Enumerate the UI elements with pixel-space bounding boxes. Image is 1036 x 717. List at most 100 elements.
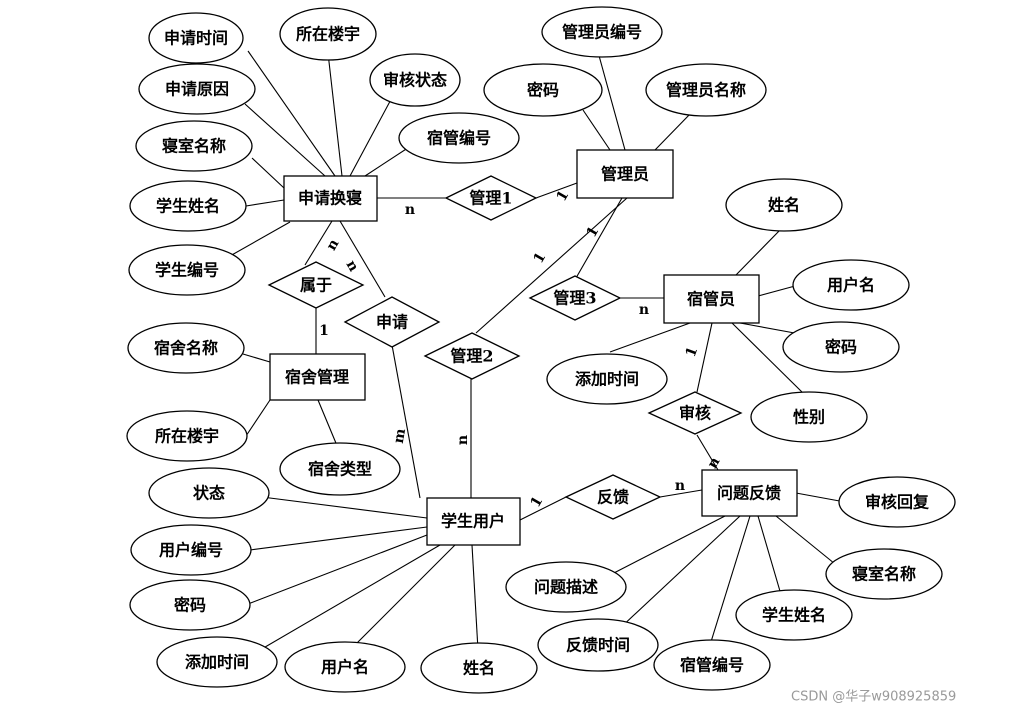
svg-text:反馈: 反馈 bbox=[597, 488, 629, 507]
card-manage2-admin: 1 bbox=[531, 250, 550, 266]
attr-fb-student-name: 学生姓名 bbox=[735, 589, 853, 641]
svg-text:姓名: 姓名 bbox=[463, 659, 495, 678]
watermark: CSDN @华子w908925859 bbox=[791, 690, 956, 705]
svg-text:管理员: 管理员 bbox=[601, 165, 649, 184]
attr-apply-time: 申请时间 bbox=[148, 12, 244, 64]
rel-belongs: 属于 bbox=[267, 261, 365, 309]
admin-attributes: 管理员编号 密码 管理员名称 bbox=[483, 6, 767, 117]
entity-feedback-issue: 问题反馈 bbox=[701, 469, 798, 517]
card-apply-apply: n bbox=[343, 258, 362, 275]
entity-dorm-admin: 宿舍管理 bbox=[269, 353, 366, 401]
card-manage3-dm: n bbox=[639, 302, 649, 318]
svg-text:密码: 密码 bbox=[526, 81, 559, 100]
svg-text:审核: 审核 bbox=[679, 404, 711, 423]
svg-text:申请换寝: 申请换寝 bbox=[298, 189, 362, 208]
svg-text:审核回复: 审核回复 bbox=[865, 493, 930, 512]
attr-stu-username: 用户名 bbox=[284, 641, 406, 693]
attr-stu-add-time: 添加时间 bbox=[156, 636, 278, 688]
attr-fb-manager-id: 宿管编号 bbox=[653, 639, 771, 691]
entity-admin: 管理员 bbox=[576, 149, 674, 199]
svg-text:学生姓名: 学生姓名 bbox=[762, 606, 826, 625]
attr-dm-username: 用户名 bbox=[792, 259, 910, 311]
attr-stu-password: 密码 bbox=[129, 579, 251, 631]
attr-admin-id: 管理员编号 bbox=[541, 6, 663, 58]
svg-text:密码: 密码 bbox=[173, 596, 206, 615]
attr-stu-user-id: 用户编号 bbox=[130, 524, 252, 576]
rel-feedback: 反馈 bbox=[564, 474, 662, 520]
svg-text:学生编号: 学生编号 bbox=[155, 261, 219, 280]
svg-text:审核状态: 审核状态 bbox=[383, 71, 447, 90]
rel-review: 审核 bbox=[647, 391, 743, 435]
attr-fb-room: 寝室名称 bbox=[825, 548, 943, 600]
entities: 申请换寝 管理员 宿管员 宿舍管理 学生用户 问题反馈 bbox=[269, 149, 798, 546]
svg-text:所在楼宇: 所在楼宇 bbox=[155, 427, 219, 446]
attr-dm-password: 密码 bbox=[782, 321, 900, 373]
svg-text:状态: 状态 bbox=[193, 484, 225, 503]
attr-stu-status: 状态 bbox=[148, 467, 270, 519]
attr-dorm-building: 所在楼宇 bbox=[126, 410, 248, 462]
rel-apply: 申请 bbox=[343, 296, 441, 348]
attr-dorm-name: 宿舍名称 bbox=[127, 322, 245, 374]
svg-text:宿舍管理: 宿舍管理 bbox=[285, 368, 349, 387]
svg-text:申请: 申请 bbox=[376, 313, 408, 332]
svg-text:密码: 密码 bbox=[824, 338, 857, 357]
svg-text:申请原因: 申请原因 bbox=[165, 80, 229, 99]
svg-text:管理员编号: 管理员编号 bbox=[562, 23, 642, 42]
svg-text:问题反馈: 问题反馈 bbox=[717, 484, 781, 503]
attr-room-name: 寝室名称 bbox=[135, 120, 253, 172]
attr-dm-name: 姓名 bbox=[725, 178, 843, 232]
svg-text:学生姓名: 学生姓名 bbox=[156, 197, 220, 216]
connectors bbox=[229, 50, 846, 656]
card-review-fb: n bbox=[705, 455, 724, 472]
attr-dm-add-time: 添加时间 bbox=[546, 353, 668, 405]
card-apply-student: m bbox=[391, 427, 409, 445]
feedback-attributes: 审核回复 问题描述 寝室名称 反馈时间 学生姓名 宿管编号 bbox=[505, 476, 956, 691]
attr-dorm-type: 宿舍类型 bbox=[279, 442, 401, 496]
card-belongs-apply: n bbox=[324, 237, 343, 254]
card-belongs-dorm: 1 bbox=[319, 323, 329, 339]
svg-text:宿舍类型: 宿舍类型 bbox=[308, 460, 372, 479]
svg-text:宿管编号: 宿管编号 bbox=[427, 129, 491, 148]
attr-building: 所在楼宇 bbox=[279, 7, 377, 61]
svg-text:寝室名称: 寝室名称 bbox=[852, 565, 916, 584]
dorm-manager-attributes: 姓名 用户名 密码 添加时间 性别 bbox=[546, 178, 910, 443]
relationships: 管理1 属于 申请 管理2 管理3 审核 反馈 bbox=[267, 175, 743, 520]
entity-apply-swap: 申请换寝 bbox=[283, 175, 378, 222]
attr-review-status: 审核状态 bbox=[369, 53, 461, 107]
svg-text:添加时间: 添加时间 bbox=[185, 653, 249, 672]
svg-text:用户名: 用户名 bbox=[827, 276, 875, 295]
entity-dorm-manager: 宿管员 bbox=[663, 274, 760, 324]
svg-text:宿舍名称: 宿舍名称 bbox=[154, 339, 218, 358]
svg-text:学生用户: 学生用户 bbox=[441, 512, 505, 531]
attr-admin-name: 管理员名称 bbox=[645, 63, 767, 117]
rel-manage2: 管理2 bbox=[423, 332, 521, 380]
entity-student-user: 学生用户 bbox=[426, 497, 521, 546]
attr-fb-description: 问题描述 bbox=[505, 561, 627, 613]
attr-manager-id: 宿管编号 bbox=[398, 112, 520, 164]
svg-text:宿管员: 宿管员 bbox=[687, 290, 735, 309]
svg-text:管理1: 管理1 bbox=[469, 189, 512, 208]
dorm-admin-attributes: 宿舍名称 所在楼宇 宿舍类型 bbox=[126, 322, 401, 496]
svg-text:管理2: 管理2 bbox=[450, 347, 493, 366]
student-attributes: 状态 用户编号 密码 添加时间 用户名 姓名 bbox=[129, 467, 538, 694]
attr-student-name: 学生姓名 bbox=[129, 180, 247, 232]
svg-text:用户编号: 用户编号 bbox=[159, 541, 223, 560]
svg-text:问题描述: 问题描述 bbox=[534, 578, 598, 597]
attr-apply-reason: 申请原因 bbox=[138, 63, 256, 115]
svg-text:申请时间: 申请时间 bbox=[164, 29, 228, 48]
card-feedback-fb: n bbox=[675, 478, 685, 494]
card-review-dm: 1 bbox=[683, 345, 701, 360]
apply-swap-attributes: 申请时间 所在楼宇 审核状态 申请原因 宿管编号 寝室名称 学生姓名 学生编号 bbox=[128, 7, 520, 296]
attr-fb-reply: 审核回复 bbox=[838, 476, 956, 528]
svg-text:用户名: 用户名 bbox=[321, 658, 369, 677]
svg-text:管理员名称: 管理员名称 bbox=[666, 81, 746, 100]
attr-student-id: 学生编号 bbox=[128, 244, 246, 296]
attr-stu-name: 姓名 bbox=[420, 642, 538, 694]
card-manage1-apply: n bbox=[405, 202, 415, 218]
svg-text:管理3: 管理3 bbox=[553, 289, 596, 308]
svg-text:寝室名称: 寝室名称 bbox=[162, 137, 226, 156]
svg-text:添加时间: 添加时间 bbox=[575, 370, 639, 389]
svg-text:性别: 性别 bbox=[793, 408, 825, 427]
attr-admin-password: 密码 bbox=[483, 63, 603, 117]
